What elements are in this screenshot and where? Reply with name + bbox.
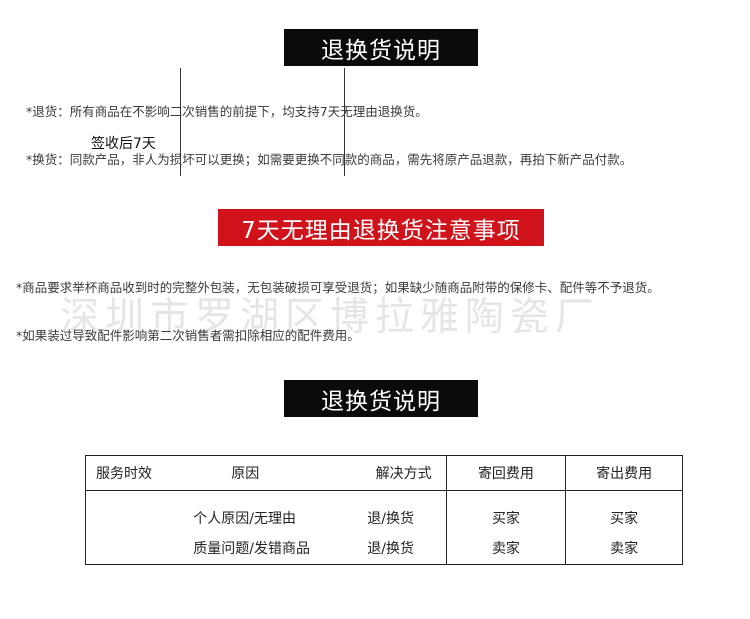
table-cell bbox=[86, 534, 181, 564]
reason-personal: 个人原因/无理由 bbox=[193, 511, 296, 527]
return-fee-quality: 卖家 bbox=[491, 541, 520, 557]
section3-title: 退换货说明 bbox=[321, 388, 441, 415]
header-solution: 解决方式 bbox=[375, 466, 432, 482]
solution-quality: 退/换货 bbox=[367, 541, 414, 557]
header-reason: 原因 bbox=[231, 466, 260, 482]
header-ship-fee: 寄出费用 bbox=[565, 455, 683, 491]
notice-line-packaging: *商品要求举杯商品收到时的完整外包装，无包装破损可享受退货；如果缺少随商品附带的… bbox=[16, 280, 660, 295]
divider-line bbox=[180, 68, 181, 176]
ship-fee-cell: 买家 卖家 bbox=[565, 490, 683, 565]
table-row: 质量问题/发错商品 退/换货 bbox=[181, 534, 445, 564]
reason-solution-cell: 个人原因/无理由 退/换货 质量问题/发错商品 退/换货 bbox=[181, 490, 447, 565]
section3-title-banner: 退换货说明 bbox=[284, 380, 478, 417]
table-row: 个人原因/无理由 退/换货 bbox=[181, 504, 445, 534]
exchange-policy-line: *换货：同款产品，非人为损坏可以更换；如需要更换不同款的商品，需先将原产品退款，… bbox=[26, 152, 633, 167]
ship-fee-quality: 卖家 bbox=[610, 541, 639, 557]
header-reason-and-solution: 原因 解决方式 bbox=[181, 455, 447, 491]
notice-line-accessories: *如果装过导致配件影响第二次销售者需扣除相应的配件费用。 bbox=[16, 328, 360, 343]
section1-title: 退换货说明 bbox=[321, 37, 441, 64]
return-fee-personal: 买家 bbox=[491, 511, 520, 527]
table-cell bbox=[86, 504, 181, 534]
signed-days-overlay: 签收后7天 bbox=[91, 136, 156, 152]
divider-line bbox=[344, 68, 345, 176]
reason-quality: 质量问题/发错商品 bbox=[193, 541, 310, 557]
ship-fee-personal: 买家 bbox=[610, 511, 639, 527]
section2-title-banner: 7天无理由退换货注意事项 bbox=[218, 209, 544, 246]
return-policy-line: *退货：所有商品在不影响二次销售的前提下，均支持7天无理由退换货。 bbox=[26, 104, 428, 119]
header-return-fee: 寄回费用 bbox=[445, 455, 566, 491]
section1-title-banner: 退换货说明 bbox=[284, 29, 478, 66]
section2-title: 7天无理由退换货注意事项 bbox=[241, 217, 521, 244]
header-service-period: 服务时效 bbox=[85, 455, 182, 491]
solution-personal: 退/换货 bbox=[367, 511, 414, 527]
table-header-row: 服务时效 原因 解决方式 寄回费用 寄出费用 bbox=[85, 455, 683, 491]
service-period-cell bbox=[85, 490, 182, 565]
table-body-row: 个人原因/无理由 退/换货 质量问题/发错商品 退/换货 买家 卖家 买家 bbox=[85, 490, 683, 565]
return-fee-table: 服务时效 原因 解决方式 寄回费用 寄出费用 个人 bbox=[85, 455, 683, 565]
return-fee-cell: 买家 卖家 bbox=[445, 490, 566, 565]
